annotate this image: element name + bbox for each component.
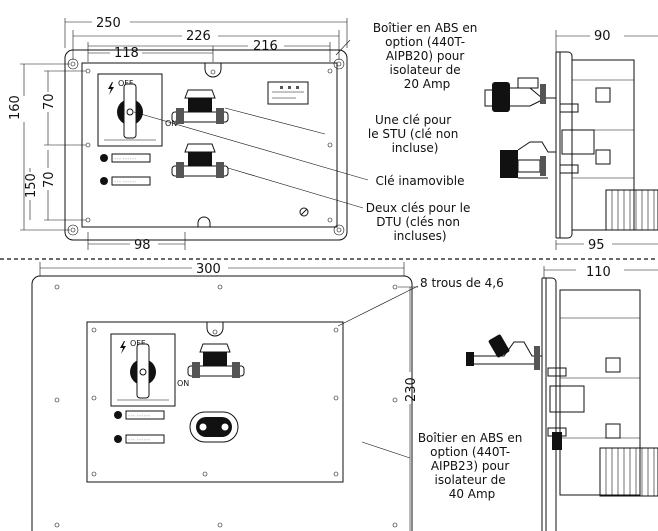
dim-300: 300 bbox=[196, 262, 221, 277]
bottom-plate-holes bbox=[91, 327, 339, 477]
dim-98: 98 bbox=[134, 238, 151, 253]
svg-text:◦◦◦ ◦◦◦◦◦◦: ◦◦◦ ◦◦◦◦◦◦ bbox=[128, 437, 151, 442]
svg-text:◦◦◦ ◦◦◦◦◦◦: ◦◦◦ ◦◦◦◦◦◦ bbox=[114, 156, 137, 161]
switch-face bbox=[97, 73, 163, 147]
top-nameplate bbox=[267, 81, 309, 105]
bottom-key-block bbox=[187, 343, 245, 378]
bottom-enclosure-outline bbox=[31, 275, 413, 531]
dim-70-lower: 70 bbox=[42, 171, 57, 188]
bottom-lightning-icon bbox=[120, 341, 126, 354]
bottom-side-fins bbox=[599, 447, 658, 497]
callout-bottom-enclosure: Boîtier en ABS en option (440T- AIPB23) … bbox=[418, 431, 526, 501]
callout-stu-key: Une clé pour le STU (clé non incluse) bbox=[368, 113, 462, 155]
dim-118: 118 bbox=[114, 46, 139, 61]
bottom-plate-notch bbox=[197, 216, 211, 227]
top-side-knob-lower bbox=[500, 141, 556, 179]
dim-160: 160 bbox=[8, 95, 23, 120]
bottom-dtu-key-pad bbox=[189, 411, 239, 443]
top-front-dimensions: 250 226 216 118 98 bbox=[8, 16, 348, 253]
earth-screw bbox=[299, 207, 309, 217]
bottom-callouts: 8 trous de 4,6 Boîtier en ABS en option … bbox=[418, 276, 526, 501]
dim-216: 216 bbox=[253, 39, 278, 54]
top-indicator-lamps: ◦◦◦ ◦◦◦◦◦◦ ◦◦◦ ◦◦◦◦◦◦ bbox=[100, 153, 151, 186]
callout-dtu-keys: Deux clés pour le DTU (clés non incluses… bbox=[366, 201, 474, 243]
bottom-enclosure-holes bbox=[54, 284, 398, 528]
top-stu-key-block bbox=[171, 89, 229, 124]
callout-fixed-key: Clé inamovible bbox=[375, 174, 464, 188]
lightning-icon bbox=[108, 82, 114, 95]
dim-95: 95 bbox=[588, 238, 605, 253]
svg-text:◦◦◦ ◦◦◦◦◦◦: ◦◦◦ ◦◦◦◦◦◦ bbox=[114, 179, 137, 184]
dim-90: 90 bbox=[594, 29, 611, 44]
off-label: OFF bbox=[118, 79, 134, 88]
top-callout-leaders bbox=[133, 39, 369, 209]
top-dtu-key-block bbox=[171, 143, 229, 178]
bottom-isolator-switch: OFF ON bbox=[110, 333, 189, 407]
dim-150: 150 bbox=[24, 173, 39, 198]
svg-text:◦◦◦ ◦◦◦◦◦◦: ◦◦◦ ◦◦◦◦◦◦ bbox=[128, 413, 151, 418]
dim-226: 226 bbox=[186, 29, 211, 44]
top-plate-notch bbox=[204, 63, 222, 78]
bottom-mounting-plate bbox=[86, 321, 344, 483]
dim-250: 250 bbox=[96, 16, 121, 31]
dim-70-upper: 70 bbox=[42, 93, 57, 110]
callout-top-enclosure: Boîtier en ABS en option (440T- AIPB20) … bbox=[373, 21, 481, 91]
on-label: ON bbox=[165, 119, 177, 128]
top-front-view: OFF ON ◦◦◦ ◦◦◦◦◦◦ bbox=[8, 16, 369, 253]
top-side-view: 90 bbox=[484, 29, 658, 253]
top-side-knob-upper bbox=[484, 77, 556, 112]
bottom-indicator-lamps: ◦◦◦ ◦◦◦◦◦◦ ◦◦◦ ◦◦◦◦◦◦ bbox=[114, 410, 165, 444]
dim-230: 230 bbox=[404, 377, 419, 402]
top-side-fins bbox=[605, 189, 658, 231]
top-isolator-switch: OFF ON bbox=[97, 73, 177, 147]
bottom-switch-face bbox=[110, 333, 176, 407]
dim-110: 110 bbox=[586, 265, 611, 280]
bottom-off-label: OFF bbox=[130, 339, 146, 348]
bottom-on-label: ON bbox=[177, 379, 189, 388]
bottom-side-knob bbox=[466, 334, 542, 370]
bottom-callout-leaders bbox=[337, 285, 419, 459]
bottom-side-view: 110 bbox=[466, 265, 658, 531]
callout-holes: 8 trous de 4,6 bbox=[420, 276, 504, 290]
bottom-front-dimensions: 300 230 bbox=[39, 262, 419, 531]
corner-holes bbox=[67, 58, 345, 236]
bottom-side-lower-knob bbox=[552, 420, 562, 450]
bottom-front-view: OFF ON ◦◦◦ ◦◦◦◦◦◦ ◦◦◦ ◦◦◦◦◦◦ bbox=[31, 262, 419, 531]
top-callouts: Boîtier en ABS en option (440T- AIPB20) … bbox=[366, 21, 481, 243]
